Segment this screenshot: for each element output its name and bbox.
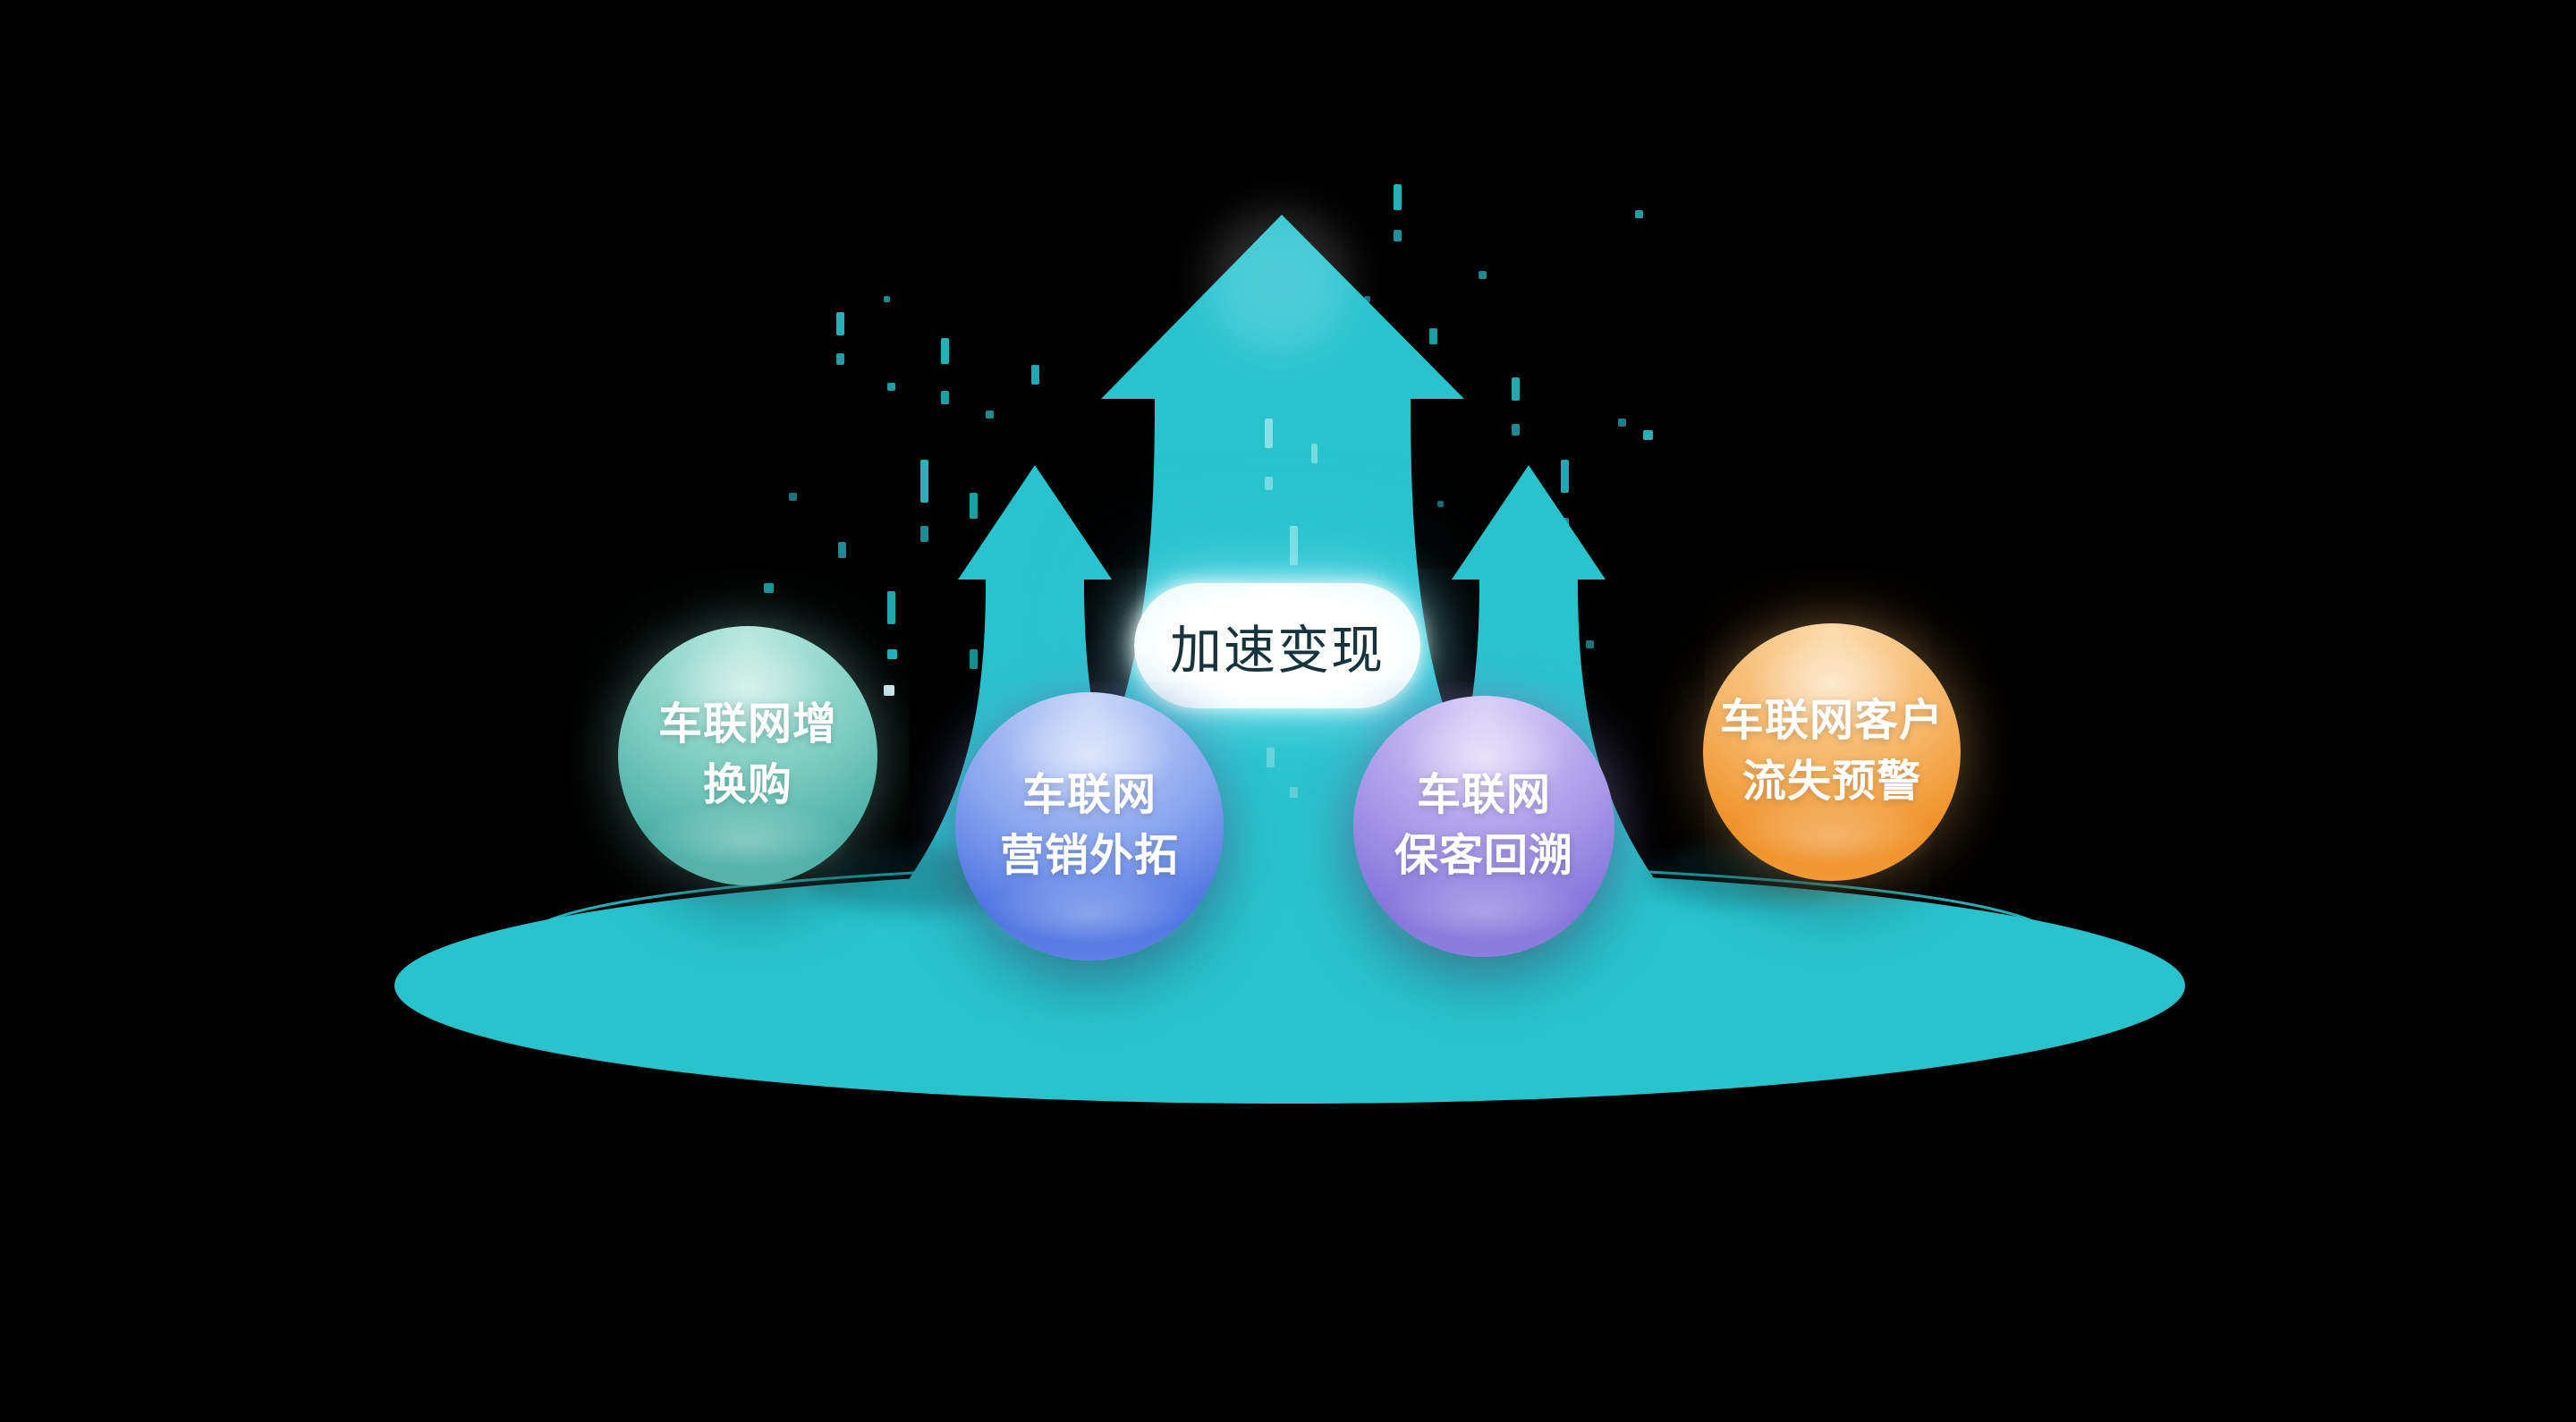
sphere-iov-churn-warning: 车联网客户 流失预警	[1703, 623, 1961, 881]
sphere-label: 车联网增 换购	[658, 695, 837, 816]
sphere-label-line2: 流失预警	[1741, 758, 1921, 806]
center-label-pill: 加速变现	[1134, 583, 1420, 708]
sphere-label-line2: 换购	[702, 761, 792, 809]
sphere-label: 车联网 保客回溯	[1394, 766, 1573, 886]
sphere-iov-marketing-expansion: 车联网 营销外拓	[955, 692, 1224, 961]
center-label-text: 加速变现	[1169, 622, 1385, 680]
sphere-label-line1: 车联网	[1416, 771, 1551, 820]
sphere-iov-customer-retention: 车联网 保客回溯	[1353, 696, 1614, 957]
arrow-apex-glow	[1208, 210, 1351, 353]
sphere-iov-upgrade-repurchase: 车联网增 换购	[618, 626, 877, 885]
sphere-label-line1: 车联网	[1021, 771, 1157, 820]
sphere-label: 车联网客户 流失预警	[1720, 691, 1944, 812]
platform-ellipse	[394, 868, 2185, 1104]
sphere-label: 车联网 营销外拓	[1000, 766, 1179, 886]
sphere-label-line2: 营销外拓	[999, 832, 1179, 880]
sphere-label-line1: 车联网客户	[1719, 697, 1944, 746]
sphere-label-line1: 车联网增	[657, 700, 837, 749]
sphere-label-line2: 保客回溯	[1394, 832, 1573, 880]
